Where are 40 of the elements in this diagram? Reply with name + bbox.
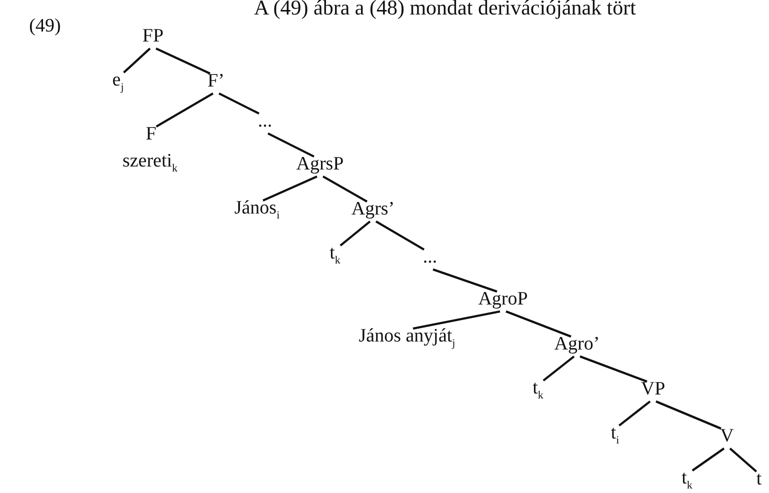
tree-branch-line xyxy=(156,92,214,128)
tree-node-label: János$_{i}$ xyxy=(234,198,280,222)
tree-node-label: Agrs’ xyxy=(351,200,395,220)
tree-node-label: VP xyxy=(640,380,666,400)
running-text-line: A (49) ábra a (48) mondat derivációjának tört xyxy=(254,0,636,20)
tree-branch-line xyxy=(692,448,725,472)
tree-branch-line xyxy=(375,220,425,250)
tree-node-label: AgroP xyxy=(478,290,528,310)
tree-branch-line xyxy=(412,310,500,330)
tree-branch-line xyxy=(340,220,371,246)
tree-branch-line xyxy=(268,132,314,158)
tree-node-label: F xyxy=(146,124,156,146)
tree-branch-line xyxy=(432,268,498,293)
tree-node-label: t$_{k}$ xyxy=(682,468,692,492)
tree-node-label: V xyxy=(720,426,734,448)
tree-branch-line xyxy=(542,356,575,382)
tree-node-label: F’ xyxy=(208,72,224,92)
tree-node-label: e$_{j}$ xyxy=(112,70,124,94)
example-number: (49) xyxy=(29,16,61,38)
tree-node-label: t$_{i}$ xyxy=(610,424,620,446)
tree-node-label: ... xyxy=(422,248,438,268)
tree-node-label: t$_{k}$ xyxy=(532,378,544,402)
tree-branch-line xyxy=(618,400,651,426)
tree-branch-line xyxy=(156,47,210,75)
tree-node-label: János anyját$_{j}$ xyxy=(358,326,456,350)
tree-branch-line xyxy=(322,175,368,203)
word-label: szereti$_{k}$ xyxy=(122,152,178,174)
tree-branch-line xyxy=(729,448,758,472)
tree-branch-line xyxy=(580,355,648,383)
tree-branch-line xyxy=(123,48,151,74)
tree-node-label: FP xyxy=(142,26,164,48)
tree-node-label: t xyxy=(756,470,762,490)
tree-node-label: ... xyxy=(258,112,272,132)
tree-branch-line xyxy=(656,400,722,430)
tree-branch-line xyxy=(218,92,260,115)
tree-node-label: Agro’ xyxy=(554,334,600,356)
tree-node-label: AgrsP xyxy=(296,154,344,176)
tree-branch-line xyxy=(262,175,318,202)
tree-node-label: t$_{k}$ xyxy=(330,244,340,266)
tree-branch-line xyxy=(506,310,572,338)
